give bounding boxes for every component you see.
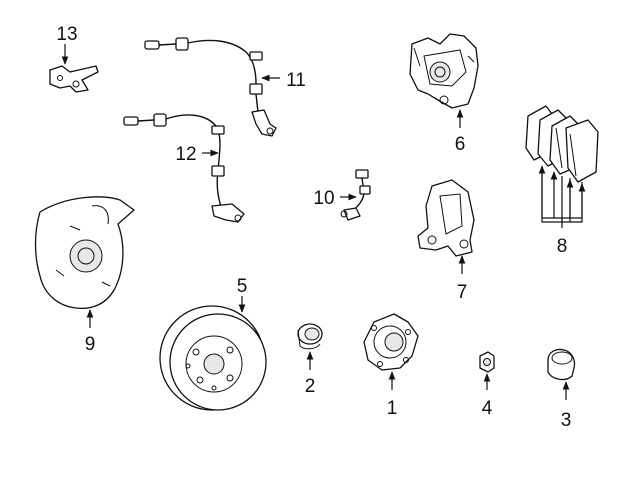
- callout-11: 11: [286, 70, 306, 91]
- part-6-caliper: [409, 33, 479, 109]
- part-11-sensor-wire: [144, 37, 277, 137]
- part-12-sensor-wire: [123, 113, 245, 223]
- part-7-caliper-bracket: [417, 179, 475, 257]
- callout-2: 2: [305, 376, 316, 397]
- callout-5: 5: [237, 276, 248, 297]
- callout-13: 13: [56, 24, 77, 45]
- part-2-seal: [297, 323, 323, 350]
- part-8-brake-pads: [525, 105, 599, 183]
- part-13-bracket: [49, 65, 99, 93]
- callout-3: 3: [561, 410, 572, 431]
- callout-6: 6: [455, 134, 466, 155]
- callout-1: 1: [387, 398, 398, 419]
- callout-12: 12: [175, 144, 196, 165]
- part-4-nut: [479, 351, 495, 373]
- part-10-brake-hose: [340, 169, 371, 221]
- part-1-hub: [363, 313, 419, 371]
- callout-7: 7: [457, 282, 468, 303]
- part-3-dust-cap: [547, 348, 576, 381]
- leader-8: [541, 170, 583, 223]
- callout-4: 4: [482, 398, 493, 419]
- callout-10: 10: [313, 188, 334, 209]
- callout-9: 9: [85, 334, 96, 355]
- part-5-rotor: [159, 305, 267, 411]
- part-9-splash-shield: [34, 196, 135, 310]
- callout-8: 8: [557, 236, 568, 257]
